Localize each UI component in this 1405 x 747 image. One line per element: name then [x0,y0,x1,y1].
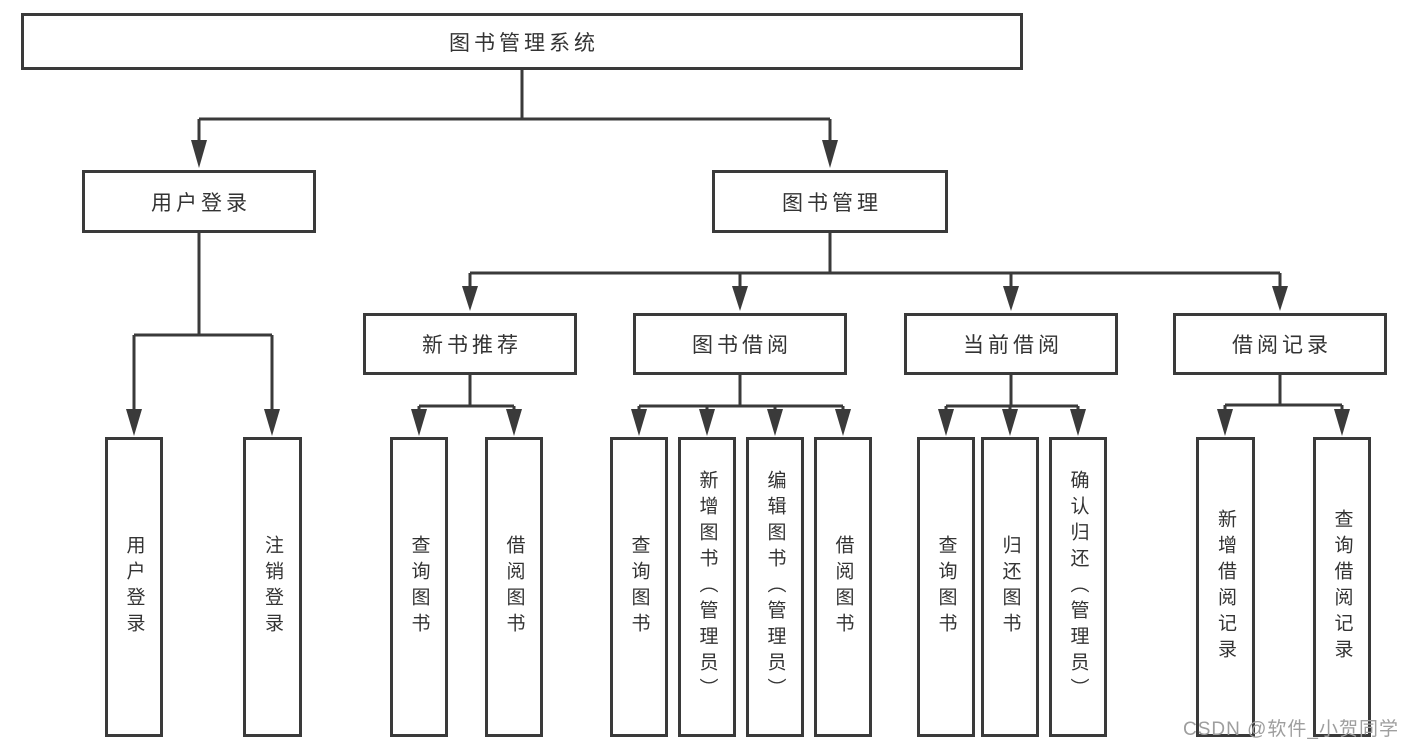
node-leaf-query-borrow-record: 查询借阅记录 [1313,437,1371,737]
node-leaf-confirm-return-admin: 确认归还（管理员） [1049,437,1107,737]
node-leaf-query-book-borrowing: 查询图书 [610,437,668,737]
connector-book-management-to-level3 [462,233,1288,311]
connector-new-book-recommend-to-leaves [411,375,522,436]
connector-current-borrowing-to-leaves [938,375,1086,436]
connector-root-to-level2 [191,70,838,168]
node-leaf-edit-book-admin: 编辑图书（管理员） [746,437,804,737]
node-leaf-borrow-book-recommend: 借阅图书 [485,437,543,737]
node-book-management: 图书管理 [712,170,948,233]
node-library-system: 图书管理系统 [21,13,1023,70]
node-leaf-query-book-current: 查询图书 [917,437,975,737]
node-borrowing-records: 借阅记录 [1173,313,1387,375]
node-leaf-user-login: 用户登录 [105,437,163,737]
connector-user-login-to-leaves [126,233,280,436]
node-leaf-return-book: 归还图书 [981,437,1039,737]
node-leaf-add-book-admin: 新增图书（管理员） [678,437,736,737]
connector-book-borrowing-to-leaves [631,375,851,436]
node-leaf-add-borrow-record: 新增借阅记录 [1196,437,1255,737]
node-user-login-group: 用户登录 [82,170,316,233]
watermark-text: CSDN @软件_小贺同学 [1183,719,1399,740]
node-leaf-logout: 注销登录 [243,437,302,737]
node-leaf-borrow-book: 借阅图书 [814,437,872,737]
node-current-borrowing: 当前借阅 [904,313,1118,375]
node-book-borrowing: 图书借阅 [633,313,847,375]
node-leaf-query-book-recommend: 查询图书 [390,437,448,737]
connector-borrowing-records-to-leaves [1217,375,1350,436]
node-new-book-recommend: 新书推荐 [363,313,577,375]
